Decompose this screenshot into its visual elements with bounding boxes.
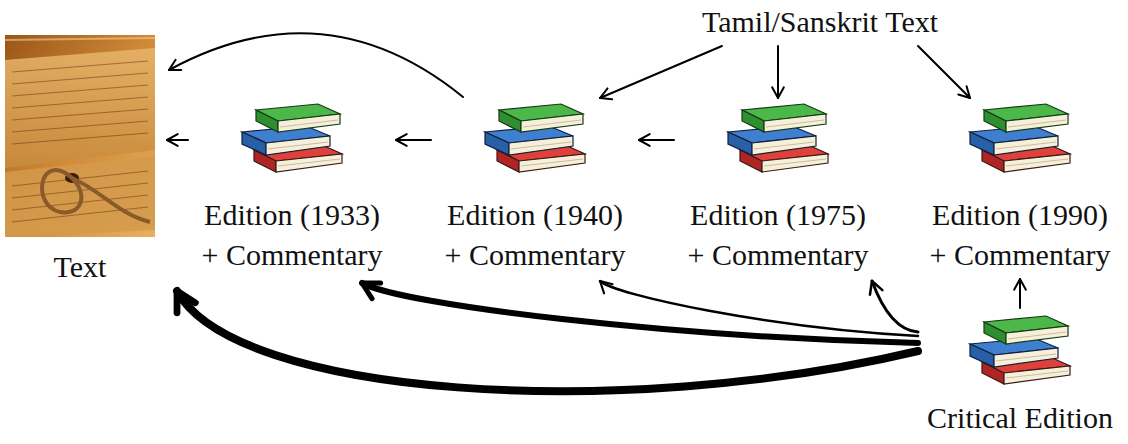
arrow-head — [177, 291, 195, 313]
arrow-head — [600, 88, 612, 99]
connector — [600, 46, 722, 99]
connector-line — [918, 46, 970, 98]
edition-node: Edition (1975) + Commentary — [678, 100, 878, 275]
node-label: Edition (1975) + Commentary — [678, 195, 878, 275]
connector — [167, 134, 188, 146]
connector-line — [777, 46, 779, 98]
connector — [639, 134, 674, 146]
arrow-head — [362, 283, 381, 299]
node-label: Edition (1933) + Commentary — [192, 195, 392, 275]
book-icon — [485, 104, 585, 172]
connector-line — [1019, 279, 1021, 308]
connector — [362, 283, 918, 343]
node-label: Edition (1940) + Commentary — [435, 195, 635, 275]
connector — [1014, 279, 1026, 308]
connector — [396, 134, 431, 146]
connector-line — [177, 291, 918, 391]
edition-node: Edition (1933) + Commentary — [192, 100, 392, 275]
book-icon — [970, 316, 1070, 384]
book-icon — [970, 104, 1070, 172]
arrow-head — [958, 86, 970, 98]
arrow-head — [600, 281, 613, 293]
node-label: Text — [5, 247, 155, 287]
manuscript-picture — [5, 35, 155, 237]
edition-node: Edition (1940) + Commentary — [435, 100, 635, 275]
connector-line — [396, 139, 431, 141]
source-text-node: Tamil/Sanskrit Text — [702, 2, 938, 42]
connector — [870, 281, 918, 332]
arrow-head — [870, 281, 882, 295]
node-label: Critical Edition — [920, 400, 1120, 436]
critical-edition-node: Critical Edition — [920, 312, 1120, 436]
connector-line — [600, 46, 722, 98]
book-icon — [728, 104, 828, 172]
connector — [177, 291, 918, 391]
connector-line — [639, 139, 674, 141]
connector-line — [169, 33, 463, 97]
connector — [169, 33, 463, 97]
connector — [918, 46, 970, 98]
arrow-head — [169, 60, 181, 70]
edition-node: Edition (1990) + Commentary — [920, 100, 1120, 275]
connector-line — [362, 283, 918, 343]
arrow-head — [772, 87, 784, 98]
arrow-head — [167, 134, 178, 146]
manuscript-node: Text — [5, 35, 155, 287]
book-icon — [242, 104, 342, 172]
arrow-head — [396, 134, 407, 146]
connector — [772, 46, 784, 98]
node-label: Tamil/Sanskrit Text — [702, 2, 938, 42]
node-label: Edition (1990) + Commentary — [920, 195, 1120, 275]
arrow-head — [1014, 279, 1026, 290]
arrow-head — [639, 134, 650, 146]
